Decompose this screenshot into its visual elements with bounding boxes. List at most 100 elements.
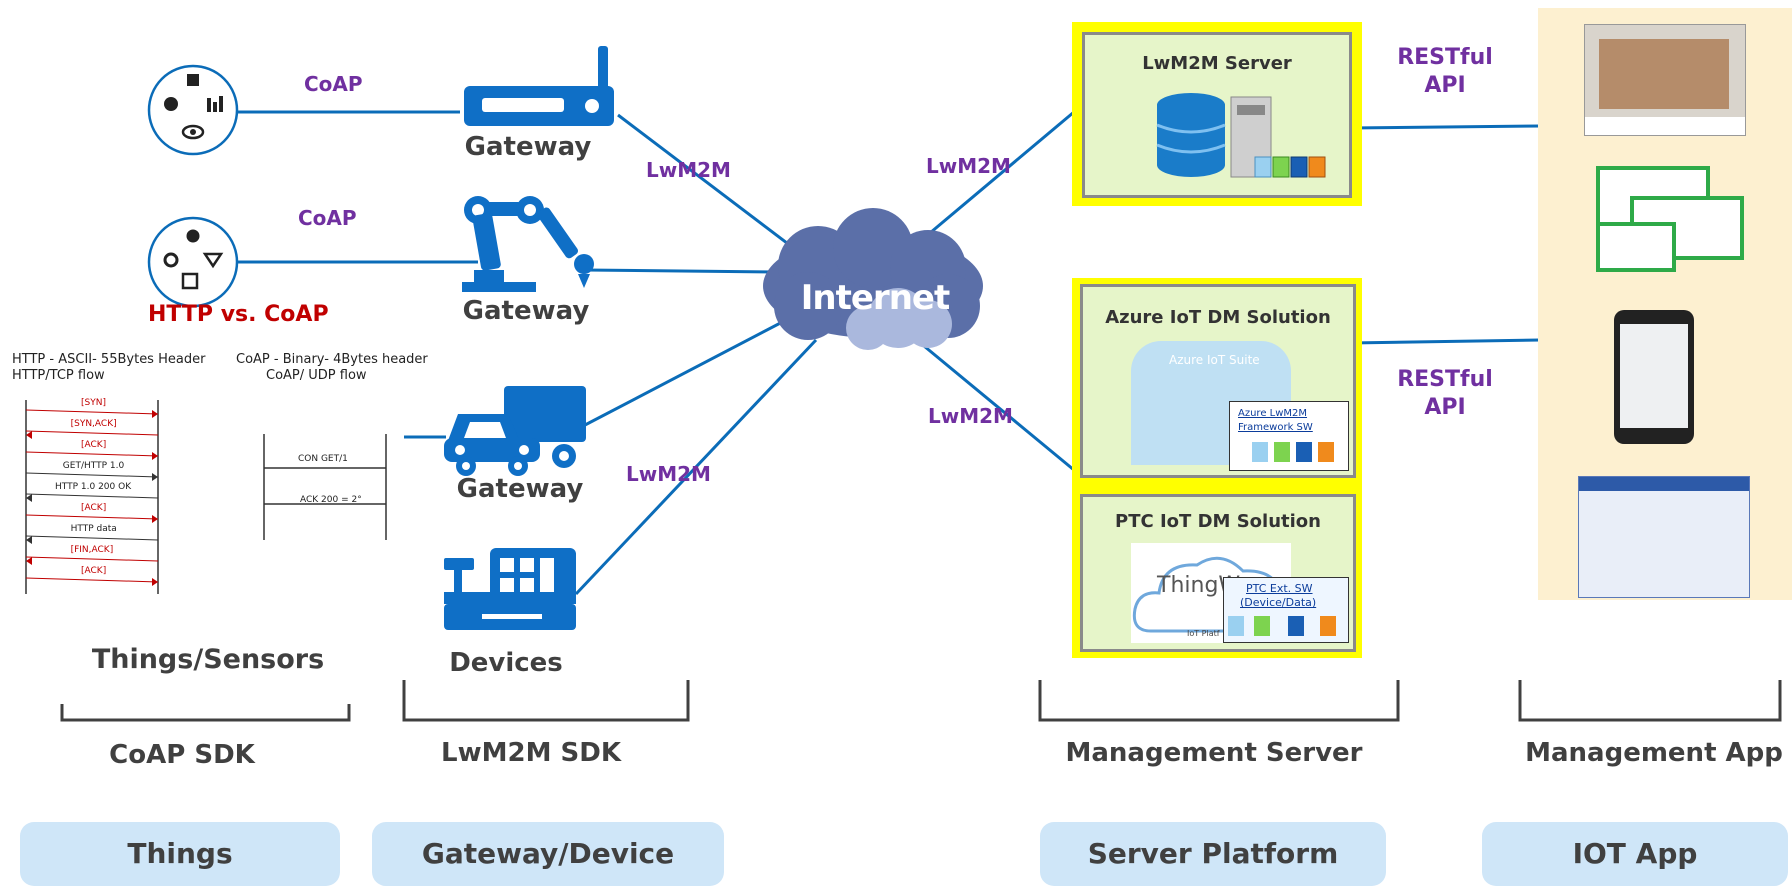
sensor-cluster-1 xyxy=(147,64,239,156)
http-flow-arrowhead xyxy=(26,431,32,439)
coap-label-mid: CoAP xyxy=(298,206,357,230)
http-flow-label: [SYN] xyxy=(81,398,106,408)
link-robot-internet xyxy=(584,268,781,274)
http-flow-label: HTTP data xyxy=(70,524,117,534)
http-flow-arrowhead xyxy=(152,515,158,523)
http-flow-arrow xyxy=(25,409,159,415)
link-internet-server1 xyxy=(923,110,1075,240)
doc-icon xyxy=(1320,616,1336,636)
gateway-label-2: Gateway xyxy=(462,296,590,326)
link-devices-internet xyxy=(574,338,818,596)
internet-cloud-icon xyxy=(763,208,983,350)
http-sequence-diagram xyxy=(25,400,159,594)
azure-suite-label: Azure IoT Suite xyxy=(1169,353,1260,367)
smartphone-screenshot xyxy=(1614,310,1694,444)
sensor-cluster-icon xyxy=(147,64,239,156)
doc-icon xyxy=(1274,442,1290,462)
ptc-ext-sw-box: PTC Ext. SW (Device/Data) xyxy=(1223,577,1349,643)
http-flow-label: [SYN,ACK] xyxy=(70,419,117,429)
portal-header xyxy=(1579,477,1749,491)
internet-label: Internet xyxy=(800,278,950,318)
server-platform-category-pill: Server Platform xyxy=(1040,822,1386,886)
doc-icon xyxy=(1252,442,1268,462)
ptc-dm-title: PTC IoT DM Solution xyxy=(1115,511,1321,532)
iot-app-category-pill: IOT App xyxy=(1482,822,1788,886)
dashboard-screenshot-3 xyxy=(1596,222,1676,272)
lwm2m-label-gateway: LwM2M xyxy=(646,158,731,182)
ptc-dm-box: PTC IoT DM Solution ThingW IoT Platf PTC… xyxy=(1080,494,1356,652)
http-flow-arrow xyxy=(25,493,159,499)
http-flow-label: HTTP 1.0 200 OK xyxy=(55,482,132,492)
gateway-device-category-pill: Gateway/Device xyxy=(372,822,724,886)
house-image xyxy=(1599,39,1729,109)
lwm2m-label-devices: LwM2M xyxy=(626,462,711,486)
vehicle-icon xyxy=(444,386,586,476)
restful-api-top: RESTful API xyxy=(1390,44,1500,100)
http-vs-coap-heading: HTTP vs. CoAP xyxy=(148,302,329,327)
http-flow-arrowhead xyxy=(152,410,158,418)
http-flow-arrow xyxy=(25,556,159,562)
coap-sequence-diagram xyxy=(263,434,387,540)
ptc-sw-line2: (Device/Data) xyxy=(1240,596,1317,609)
doc-icon xyxy=(1288,616,1304,636)
gateway-label-3: Gateway xyxy=(456,474,584,504)
coap-flow-line-1: ACK 200 = 2° xyxy=(300,495,362,505)
http-flow-arrow xyxy=(25,535,159,541)
doc-icon xyxy=(1254,616,1270,636)
gateway-label-1: Gateway xyxy=(464,132,592,162)
http-flow-arrow xyxy=(25,430,159,436)
iot-app-panel xyxy=(1538,8,1792,600)
http-flow-arrow xyxy=(25,472,159,478)
http-flow-arrowhead xyxy=(26,536,32,544)
lwm2m-label-server1: LwM2M xyxy=(926,154,1011,178)
web-portal-screenshot xyxy=(1578,476,1750,598)
link-internet-server2 xyxy=(923,344,1075,472)
http-header-line1: HTTP - ASCII- 55Bytes Header xyxy=(12,352,206,367)
restful-top-line1: RESTful xyxy=(1397,45,1493,70)
link-gateway1-internet xyxy=(617,113,813,264)
things-sensors-label: Things/Sensors xyxy=(91,644,325,675)
coap-flow-line-0: CON GET/1 xyxy=(298,454,348,464)
http-flow-label: [ACK] xyxy=(81,566,107,576)
group-brackets xyxy=(60,680,1782,722)
coap-header-line2: CoAP/ UDP flow xyxy=(266,368,367,383)
azure-dm-box: Azure IoT DM Solution Azure IoT Suite Az… xyxy=(1080,284,1356,478)
management-app-label: Management App xyxy=(1525,738,1783,768)
bracket-app xyxy=(1518,680,1782,722)
http-flow-arrowhead xyxy=(26,494,32,502)
lwm2m-sdk-label: LwM2M SDK xyxy=(441,738,621,768)
http-flow-arrowhead xyxy=(152,452,158,460)
http-flow-arrowhead xyxy=(26,557,32,565)
lwm2m-server-box: LwM2M Server xyxy=(1082,32,1352,198)
azure-lwm2m-sw-box: Azure LwM2M Framework SW xyxy=(1229,401,1349,471)
http-flow-arrowhead xyxy=(152,473,158,481)
devices-label: Devices xyxy=(449,648,563,678)
http-flow-label: GET/HTTP 1.0 xyxy=(62,461,125,471)
http-flow-arrow xyxy=(25,514,159,520)
http-flow-label: [FIN,ACK] xyxy=(70,545,114,555)
router-icon xyxy=(464,46,614,126)
management-server-label: Management Server xyxy=(1065,738,1363,768)
things-category-pill: Things xyxy=(20,822,340,886)
azure-dm-title: Azure IoT DM Solution xyxy=(1105,307,1331,328)
http-flow-arrowhead xyxy=(152,578,158,586)
doc-icon xyxy=(1318,442,1334,462)
http-flow-label: [ACK] xyxy=(81,440,107,450)
lwm2m-server-title: LwM2M Server xyxy=(1142,53,1292,74)
pos-terminal-icon xyxy=(444,548,576,630)
link-server1-app xyxy=(1349,124,1541,130)
link-vehicle-internet xyxy=(584,316,791,427)
ptc-sw-line1: PTC Ext. SW xyxy=(1246,582,1313,595)
restful-api-bottom: RESTful API xyxy=(1390,366,1500,422)
http-flow-arrow xyxy=(25,451,159,457)
coap-sdk-label: CoAP SDK xyxy=(109,740,255,770)
robot-arm-icon xyxy=(462,196,594,292)
doc-icon xyxy=(1296,442,1312,462)
coap-label-top: CoAP xyxy=(304,72,363,96)
restful-bottom-line2: API xyxy=(1424,395,1466,420)
app-toolbar xyxy=(1585,117,1745,135)
bracket-gateway xyxy=(402,680,690,722)
smart-home-screenshot xyxy=(1584,24,1746,136)
